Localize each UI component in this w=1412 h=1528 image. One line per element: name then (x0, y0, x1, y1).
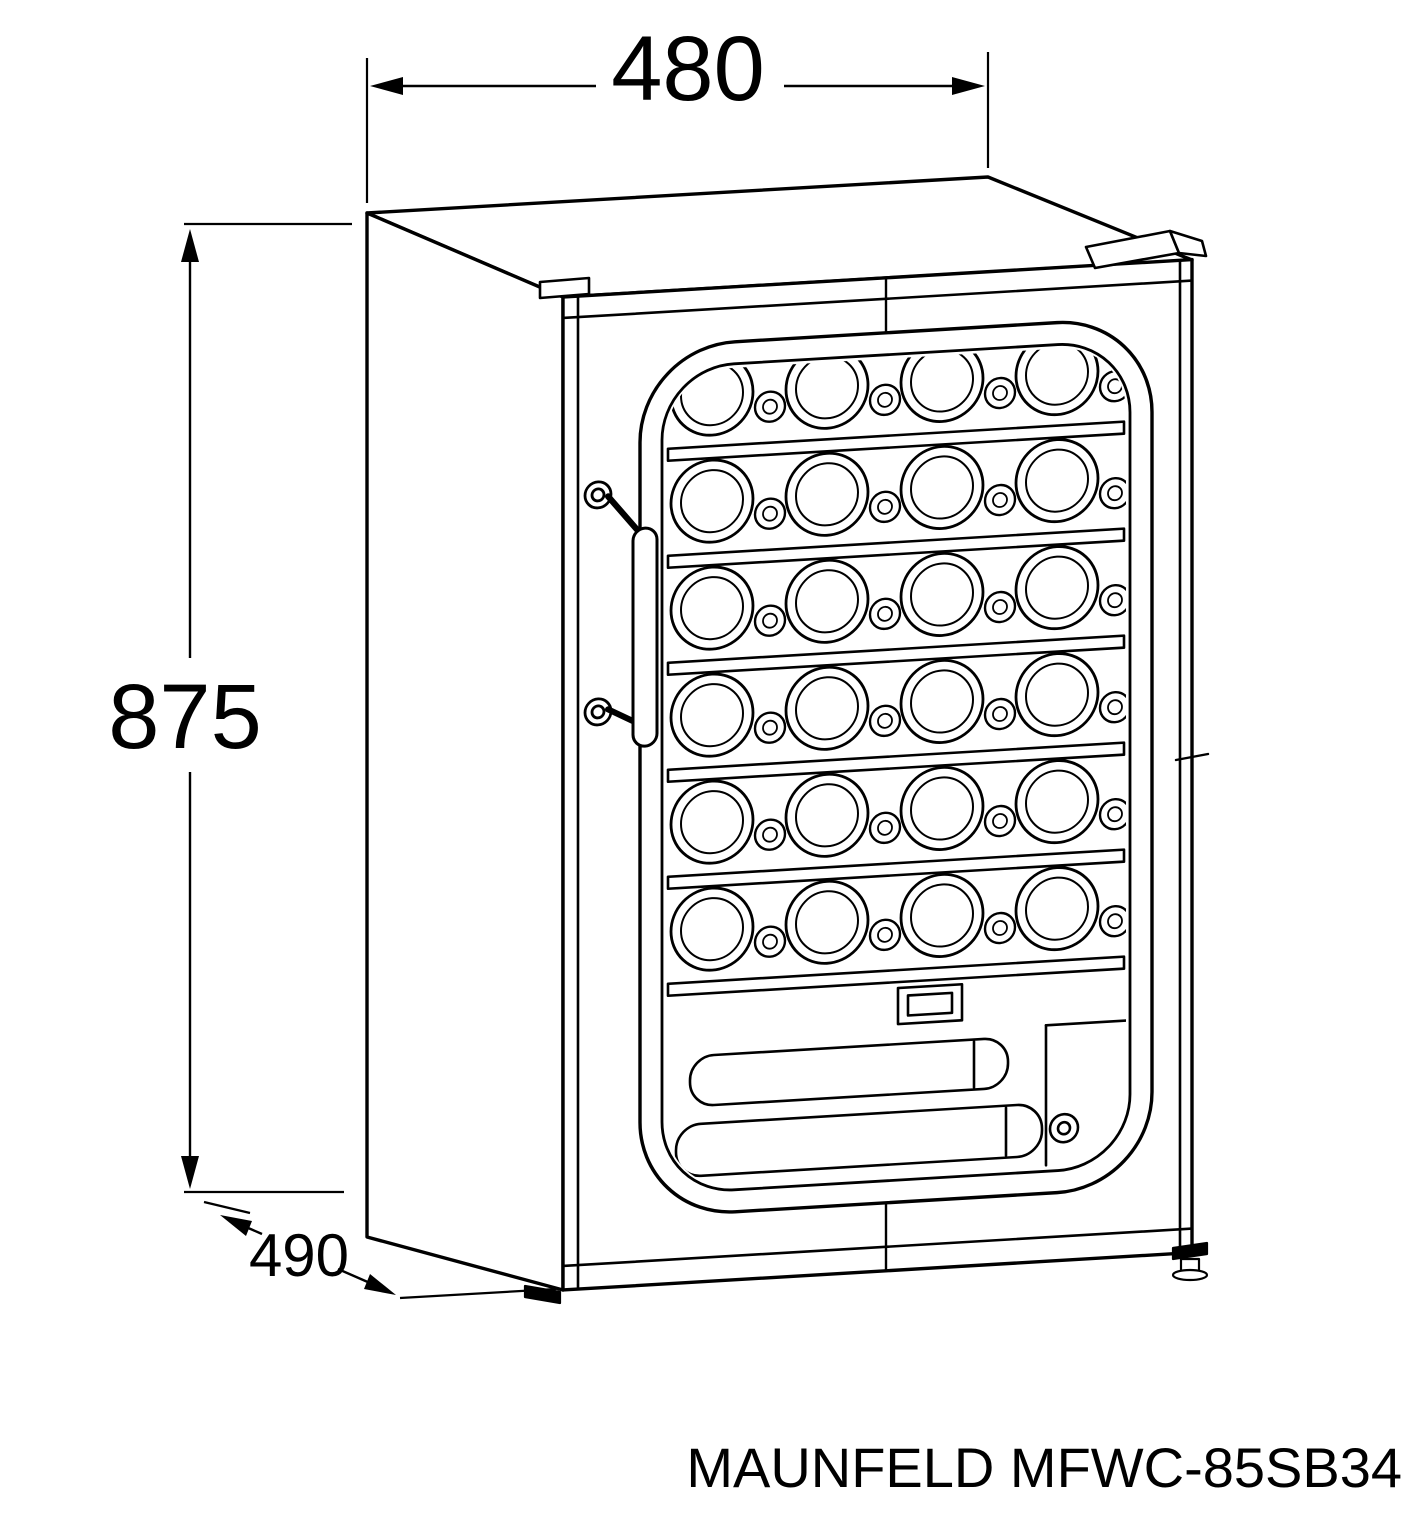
depth-dimension: 490 (203, 1200, 557, 1300)
width-arrow-right (952, 77, 985, 95)
model-label: MAUNFELD MFWC-85SB34 (686, 1436, 1402, 1499)
thermostat-box-inner (906, 991, 954, 1017)
depth-dim-line-bottom (337, 1267, 371, 1285)
wine-shelf (666, 848, 1126, 891)
glass-interior (666, 328, 1126, 1178)
height-dimension: 875 (108, 222, 352, 1194)
handle-bracket-top-pin (590, 487, 606, 503)
depth-arrow-bottom (364, 1274, 396, 1295)
door-handle (583, 480, 659, 748)
cabinet-front (561, 257, 1194, 1292)
depth-extension-bottom (399, 1287, 557, 1300)
lying-bottle-lower (674, 1103, 1044, 1178)
width-dimension: 480 (365, 18, 990, 203)
side-seam-tick (1174, 752, 1210, 762)
bottle-cap-end (1048, 1112, 1080, 1144)
lying-bottle-upper (688, 1037, 1010, 1107)
wine-shelf (666, 955, 1126, 998)
bottom-compartment (674, 982, 1126, 1178)
cabinet-body (365, 175, 1210, 1305)
height-dimension-label: 875 (108, 666, 262, 768)
wine-shelf (666, 741, 1126, 784)
wine-shelves (666, 420, 1126, 998)
cabinet-left-side (365, 211, 565, 1292)
width-arrow-left (370, 77, 403, 95)
wine-shelf (666, 420, 1126, 463)
depth-arrow-top (220, 1215, 252, 1236)
handle-bracket-bottom-pin (590, 704, 606, 720)
top-left-hinge (538, 276, 591, 300)
hinge-tab (1168, 229, 1208, 258)
door-top-edge (561, 279, 1194, 320)
bottle-cap-end-inner (1056, 1120, 1072, 1136)
depth-extension-top (203, 1200, 251, 1215)
compartment-inner-ledge (1044, 1019, 1126, 1027)
door-bottom-edge (561, 1227, 1194, 1268)
handle-bracket-top (583, 480, 613, 510)
width-dimension-label: 480 (611, 18, 765, 120)
handle-bar (631, 526, 659, 748)
glass-window-inner-frame (660, 343, 1132, 1192)
wine-shelf (666, 527, 1126, 570)
height-arrow-bottom (181, 1156, 199, 1189)
front-right-foot-cap (1171, 1241, 1209, 1261)
wine-shelf (666, 634, 1126, 677)
top-right-hinge (1084, 229, 1208, 270)
front-right-foot-base (1171, 1268, 1209, 1282)
depth-dimension-label: 490 (249, 1222, 349, 1289)
handle-arm-top (605, 493, 645, 539)
height-arrow-top (181, 229, 199, 262)
